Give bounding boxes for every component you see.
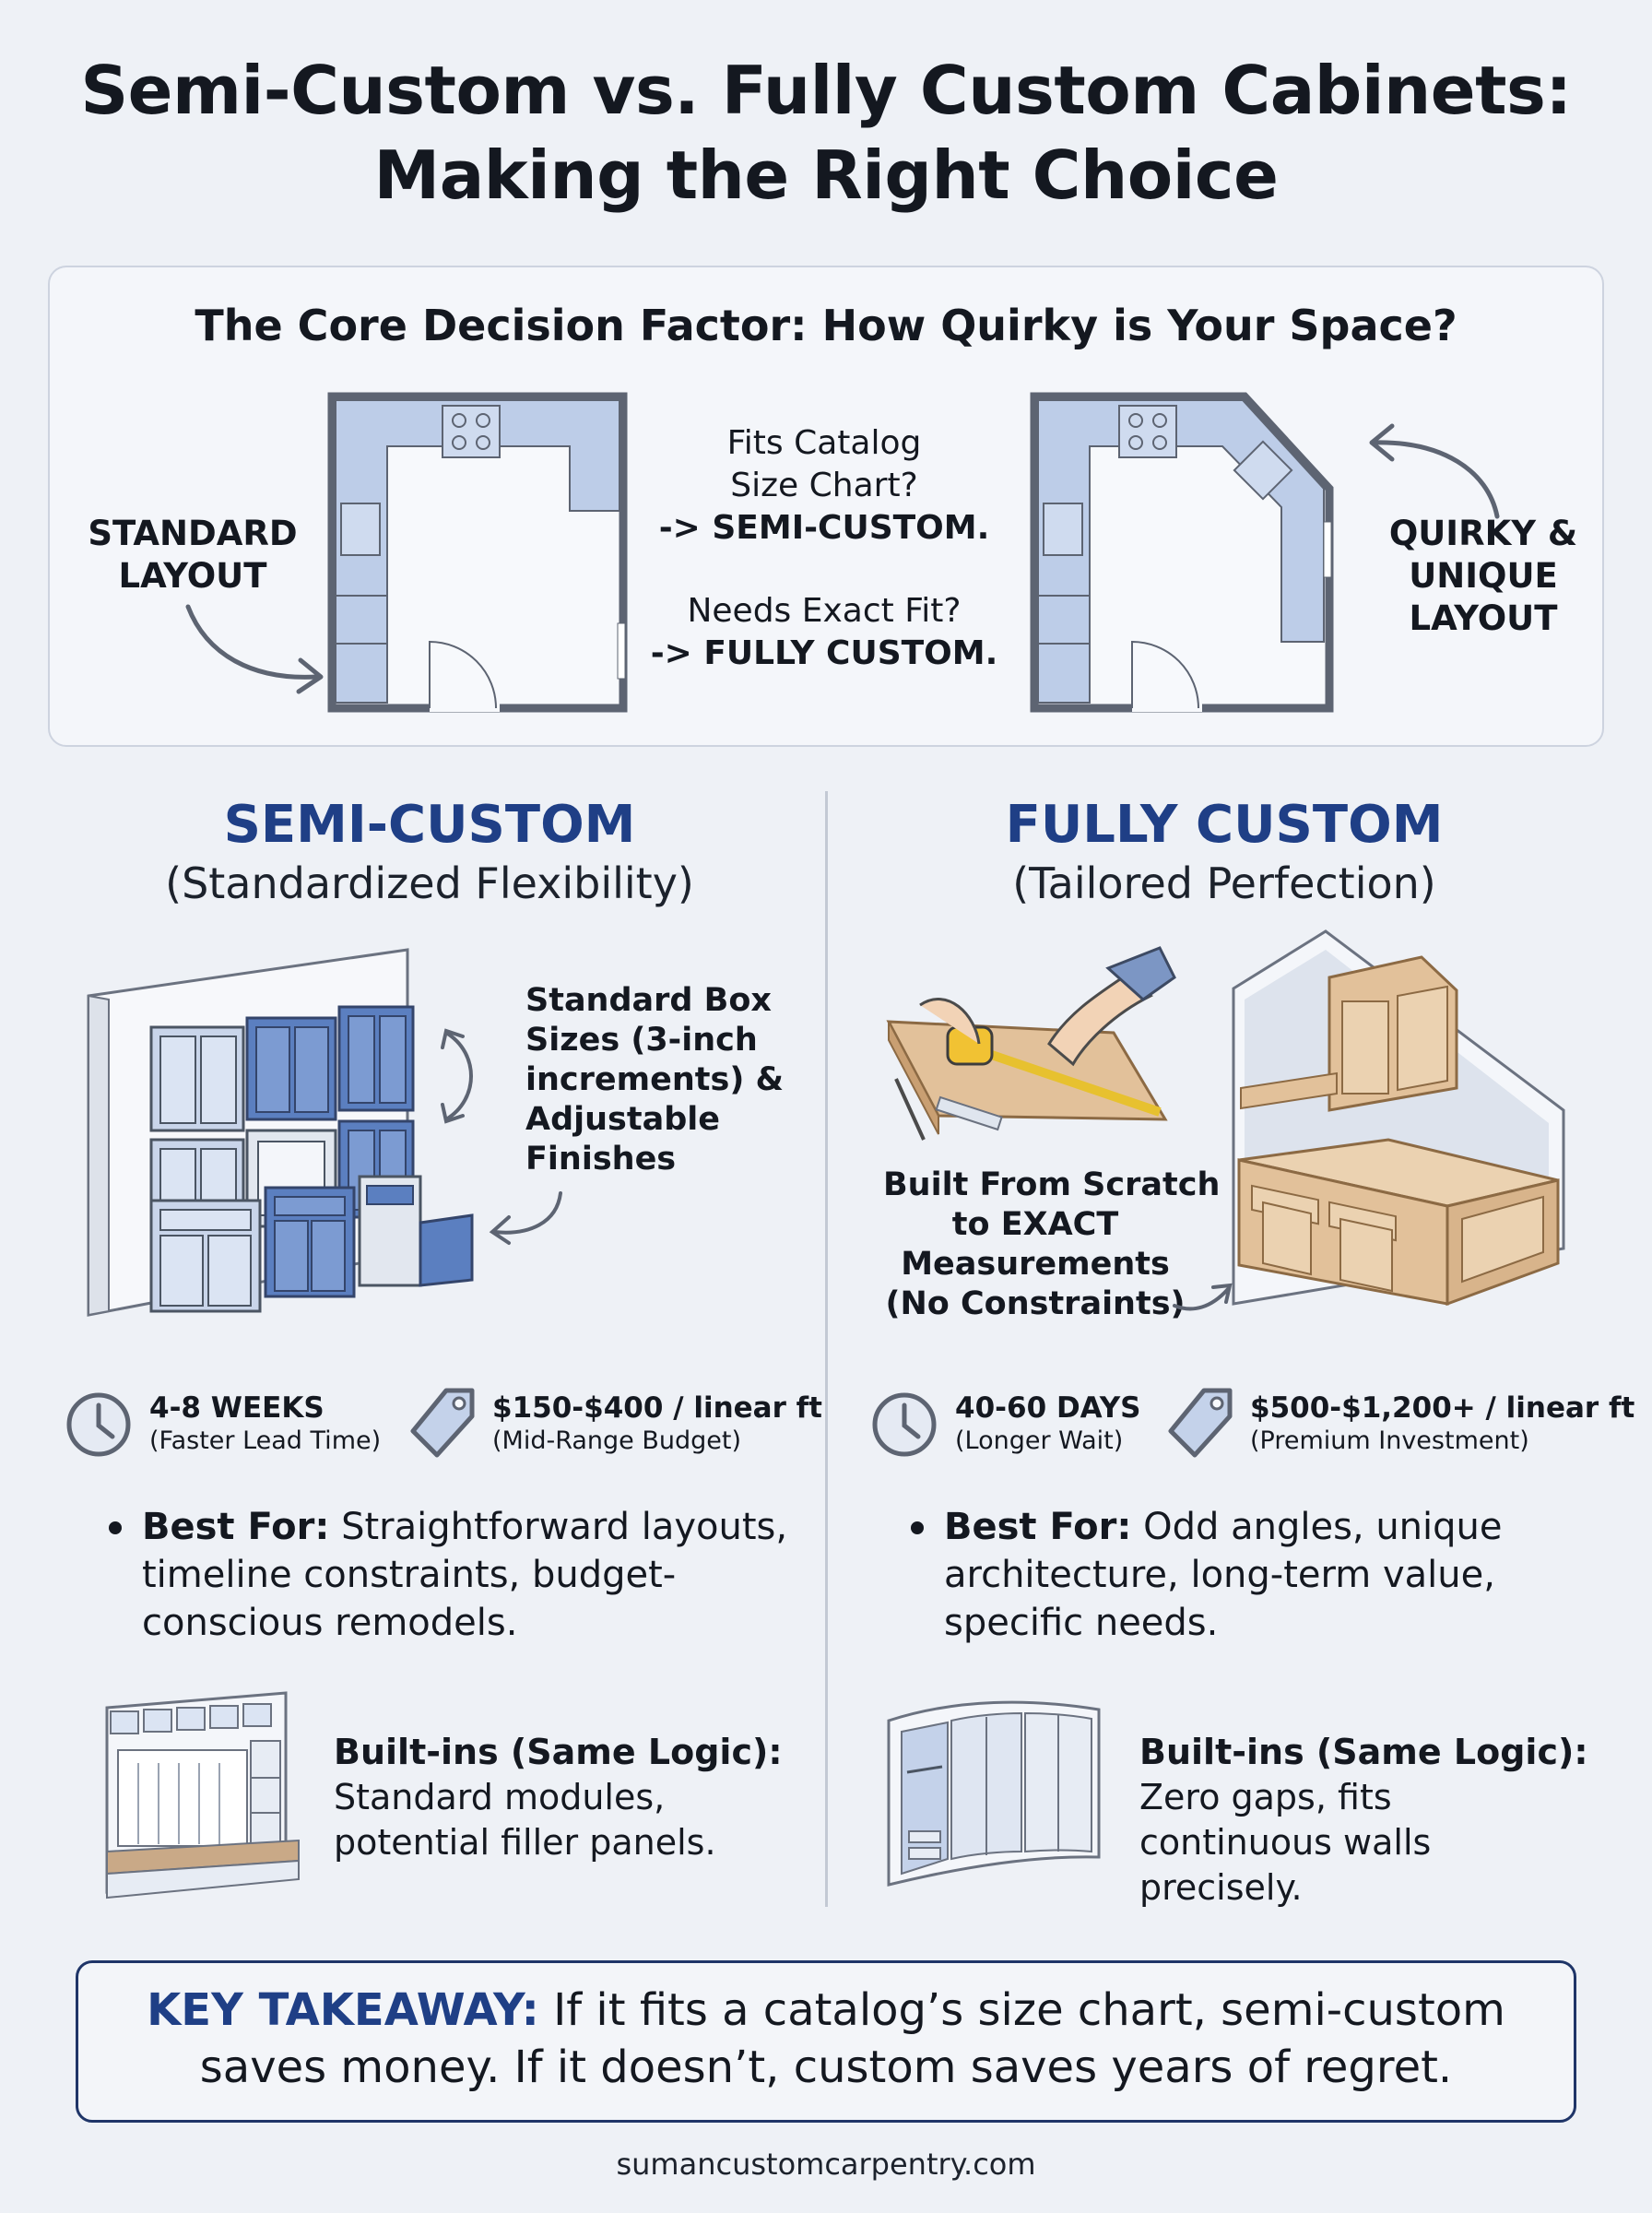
best-for-line: Straightforward layouts, — [329, 1506, 788, 1548]
quirky-layout-label: QUIRKY & UNIQUE LAYOUT — [1368, 513, 1599, 640]
standard-label-line: STANDARD — [88, 514, 298, 553]
column-divider — [825, 791, 828, 1907]
callout-line: Built From Scratch — [883, 1166, 1221, 1203]
quirky-floorplan-icon — [1030, 392, 1334, 713]
builtins-line: precisely. — [1139, 1867, 1303, 1908]
semi-lead-time-value: 4-8 WEEKS — [149, 1391, 324, 1425]
question-1-line: Size Chart? — [730, 467, 918, 504]
builtins-line: continuous walls — [1139, 1822, 1432, 1863]
question-2: Needs Exact Fit? — [687, 592, 962, 630]
custom-lead-time-note: (Longer Wait) — [955, 1426, 1124, 1455]
best-for-line: architecture, long-term value, — [944, 1554, 1495, 1596]
best-for-label: Best For: — [944, 1506, 1132, 1548]
swap-arrow-icon — [441, 1028, 473, 1124]
clock-icon — [872, 1392, 937, 1457]
builtins-title: Built-ins (Same Logic): — [1139, 1732, 1588, 1772]
semi-lead-time: 4-8 WEEKS (Faster Lead Time) — [149, 1391, 381, 1457]
builtins-line: potential filler panels. — [334, 1822, 716, 1863]
answer-semi-custom: -> SEMI-CUSTOM. — [658, 509, 990, 547]
core-heading: The Core Decision Factor: How Quirky is … — [195, 301, 1457, 350]
footer-url: sumancustomcarpentry.com — [616, 2147, 1036, 2182]
callout-line: Standard Box — [525, 982, 772, 1019]
fully-custom-header: FULLY CUSTOM (Tailored Perfection) — [846, 793, 1602, 909]
semi-custom-heading: SEMI-CUSTOM — [223, 795, 636, 855]
custom-best-for: Best For: Odd angles, unique architectur… — [911, 1503, 1503, 1647]
mudroom-bench-illustration — [105, 1691, 300, 1899]
bullet-dot — [911, 1521, 924, 1534]
bullet-dot — [109, 1521, 122, 1534]
key-takeaway-label: KEY TAKEAWAY: — [147, 1984, 539, 2036]
question-1-line: Fits Catalog — [726, 424, 922, 462]
standard-label-line: LAYOUT — [118, 556, 267, 596]
builtins-line: Zero gaps, fits — [1139, 1777, 1392, 1817]
arrow-standard-icon — [185, 604, 324, 694]
custom-lead-time-value: 40-60 DAYS — [955, 1391, 1141, 1425]
measuring-tape-illustration — [886, 946, 1176, 1141]
callout-line: increments) & — [525, 1061, 785, 1098]
decision-text: Fits Catalog Size Chart? -> SEMI-CUSTOM.… — [640, 422, 1009, 675]
semi-price-note: (Mid-Range Budget) — [492, 1426, 742, 1455]
quirky-label-line: QUIRKY & — [1388, 514, 1578, 553]
semi-custom-subheading: (Standardized Flexibility) — [165, 858, 694, 908]
callout-line: (No Constraints) — [885, 1285, 1186, 1322]
custom-price: $500-$1,200+ / linear ft (Premium Invest… — [1250, 1391, 1634, 1457]
semi-builtins: Built-ins (Same Logic): Standard modules… — [334, 1730, 783, 1865]
arrow-quirky-icon — [1369, 423, 1500, 519]
title-line-2: Making the Right Choice — [373, 136, 1279, 214]
custom-price-value: $500-$1,200+ / linear ft — [1250, 1391, 1635, 1425]
semi-lead-time-note: (Faster Lead Time) — [149, 1426, 382, 1455]
clock-icon — [66, 1392, 131, 1457]
custom-price-note: (Premium Investment) — [1250, 1426, 1529, 1455]
semi-custom-header: SEMI-CUSTOM (Standardized Flexibility) — [52, 793, 808, 909]
callout-line: to EXACT — [951, 1206, 1119, 1243]
callout-line: Adjustable — [525, 1101, 721, 1138]
callout-arrow-icon — [489, 1191, 562, 1245]
standard-floorplan-icon — [327, 392, 628, 713]
custom-corner-cabinet-illustration — [1232, 929, 1565, 1307]
semi-custom-callout: Standard Box Sizes (3-inch increments) &… — [525, 981, 784, 1179]
key-takeaway-line: If it fits a catalog’s size chart, semi-… — [538, 1984, 1505, 2036]
callout-line: Sizes (3-inch — [525, 1022, 758, 1059]
callout-line: Finishes — [525, 1141, 677, 1178]
callout-arrow-icon — [1173, 1283, 1233, 1311]
answer-fully-custom: -> FULLY CUSTOM. — [650, 634, 998, 672]
quirky-label-line: LAYOUT — [1409, 598, 1558, 638]
best-for-line: specific needs. — [944, 1602, 1219, 1644]
semi-best-for: Best For: Straightforward layouts, timel… — [109, 1503, 788, 1647]
price-tag-icon — [410, 1388, 475, 1458]
key-takeaway-line: saves money. If it doesn’t, custom saves… — [199, 2041, 1453, 2093]
semi-price: $150-$400 / linear ft (Mid-Range Budget) — [492, 1391, 822, 1457]
best-for-label: Best For: — [142, 1506, 330, 1548]
best-for-line: conscious remodels. — [142, 1602, 518, 1644]
quirky-label-line: UNIQUE — [1409, 556, 1558, 596]
price-tag-icon — [1168, 1388, 1233, 1458]
fully-custom-heading: FULLY CUSTOM — [1005, 795, 1444, 855]
best-for-line: Odd angles, unique — [1131, 1506, 1503, 1548]
builtins-line: Standard modules, — [334, 1777, 666, 1817]
page-title: Semi-Custom vs. Fully Custom Cabinets: M… — [0, 48, 1652, 218]
custom-lead-time: 40-60 DAYS (Longer Wait) — [955, 1391, 1140, 1457]
key-takeaway-box: KEY TAKEAWAY: If it fits a catalog’s siz… — [76, 1960, 1576, 2123]
fully-custom-subheading: (Tailored Perfection) — [1012, 858, 1436, 908]
best-for-line: timeline constraints, budget- — [142, 1554, 677, 1596]
title-line-1: Semi-Custom vs. Fully Custom Cabinets: — [80, 52, 1572, 129]
callout-line: Measurements — [901, 1246, 1170, 1283]
builtins-title: Built-ins (Same Logic): — [334, 1732, 783, 1772]
curved-closet-illustration — [887, 1700, 1101, 1887]
custom-builtins: Built-ins (Same Logic): Zero gaps, fits … — [1139, 1730, 1588, 1911]
fully-custom-callout: Built From Scratch to EXACT Measurements… — [883, 1166, 1221, 1324]
core-decision-panel: The Core Decision Factor: How Quirky is … — [48, 266, 1604, 747]
standard-layout-label: STANDARD LAYOUT — [77, 513, 308, 598]
modular-cabinets-illustration — [87, 948, 474, 1317]
semi-price-value: $150-$400 / linear ft — [492, 1391, 822, 1425]
